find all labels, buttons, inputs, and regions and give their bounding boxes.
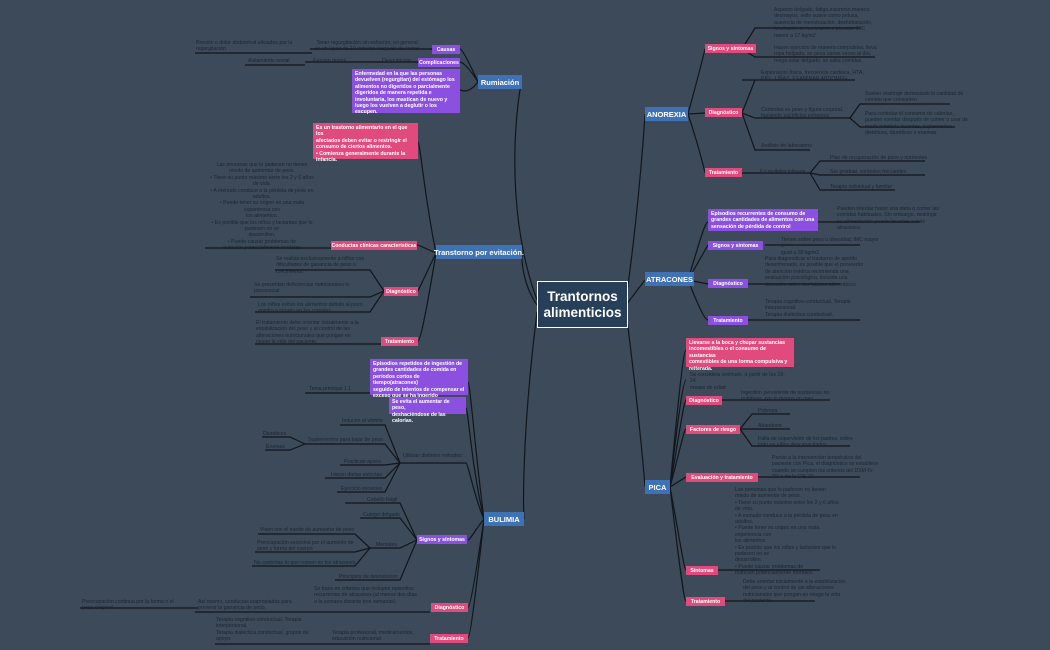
pica-factor-1: Pobreza [758, 408, 778, 414]
bulimia-diag-2: Así mismo, conductas inapropiadas para p… [198, 599, 292, 612]
rumiacion-comp-text: Desnutrición [382, 58, 411, 64]
anorexia-signos-text1: Aspecto delgado, fatiga,insomnio,mareos,… [774, 7, 873, 39]
bulimia-signo-3b: Preocupación excesiva por el aumento de … [257, 540, 354, 553]
anorexia-signos-text2: Hacen ejercicio de manera compulsiva, ll… [774, 45, 877, 64]
bulimia-tema: Tema principal 1.1 [309, 386, 352, 392]
rumiacion-causas-text: Tener regurgitación sin esfuerzo, en gen… [314, 40, 420, 53]
bulimia-signos-tag[interactable]: Signos y síntomas [417, 535, 467, 544]
branch-pica[interactable]: PICA [645, 480, 670, 494]
bulimia-definition-2[interactable]: Se evita el aumentar de peso, deshaciénd… [389, 397, 466, 424]
atracones-definition[interactable]: Episodios recurrentes de consumo de gran… [708, 209, 818, 231]
rumiacion-definition[interactable]: Enfermedad en la que las personas devuel… [352, 69, 460, 115]
pica-factores-tag[interactable]: Factores de riesgo [686, 425, 740, 434]
anorexia-trat: Es multidisciplinaria [760, 169, 806, 175]
pica-definition[interactable]: Llevarse a la boca y chupar sustancias i… [686, 338, 794, 372]
anorexia-diag-2b: Para controlar el consumo de calorías, p… [865, 111, 968, 137]
bulimia-metodo-2b: Enemas [266, 444, 286, 450]
pica-factor-3: Falta de supervisión de los padres, sobr… [758, 436, 853, 449]
atracones-trat-text: Terapia cognitivo-conductual. Terapia in… [765, 299, 851, 318]
evitacion-definition[interactable]: Es un trastorno alimentario en el que lo… [313, 123, 418, 163]
bulimia-diagnostico-tag[interactable]: Diagnóstico [431, 603, 468, 612]
evitacion-diag-text3: Los niños evitan los alimentos debido al… [258, 302, 363, 315]
central-topic-label: Trantornos alimenticios [543, 288, 622, 320]
bulimia-signo-3c: No controlan lo que comen en los atracon… [254, 560, 356, 566]
bulimia-metodo-1: Inducen al vómito [342, 418, 383, 424]
bulimia-signo-4: Principios de desnutrición [339, 574, 399, 580]
atracones-def-text: Pueden intentar hacer una dieta o comer … [837, 206, 940, 232]
atracones-signos-tag[interactable]: Signos y síntomas [708, 241, 763, 250]
anorexia-diag-2: Controlan su peso y figura corporal, hac… [761, 107, 844, 120]
bulimia-metodo-4: Hacen dietas estrictas [331, 472, 383, 478]
atracones-diag-text: Para diagnosticar el trastorno de apetit… [765, 256, 864, 288]
bulimia-definition-1[interactable]: Episodios repetidos de ingestión de gran… [370, 359, 468, 399]
pica-evaluacion-tag[interactable]: Evaluación y tratamiento [686, 473, 758, 482]
anorexia-signos-tag[interactable]: Signos y síntomas [705, 44, 756, 53]
evitacion-trat-text: El tratamiento debe orientar inicialment… [256, 320, 359, 346]
anorexia-diag-2a: Suelen restringir demasiado la cantidad … [865, 91, 964, 104]
bulimia-diag-3: Preocupación continua por la forma o el … [82, 599, 174, 612]
branch-rumiacion[interactable]: Rumiación [478, 75, 522, 89]
pica-trat-text: Debe orientar inicialmente a la estabili… [743, 579, 846, 605]
evitacion-tratamiento-tag[interactable]: Tratamiento [381, 337, 418, 346]
bulimia-trat-1: Terapia profesional, medicamentos, educa… [332, 630, 414, 643]
bulimia-signo-1: Cabello frágil [367, 497, 398, 503]
pica-diagnostico-tag[interactable]: Diagnóstico [686, 396, 722, 405]
rumiacion-causas-tag[interactable]: Causas [432, 45, 460, 54]
pica-tratamiento-tag[interactable]: Tratamiento [686, 597, 725, 606]
bulimia-signo-3: Mentales [376, 542, 398, 548]
rumiacion-causas-sub: Presión o dolor abdominal aliviados por … [196, 40, 293, 53]
branch-bulimia[interactable]: BULIMIA [484, 512, 524, 526]
atracones-diagnostico-tag[interactable]: Diagnóstico [708, 279, 748, 288]
bulimia-diag-1: Se basa en criterios que incluyen episod… [314, 586, 417, 605]
bulimia-metodos: Utilizan distintos métodos: [403, 453, 464, 459]
pica-sintomas-tag[interactable]: Síntomas [686, 566, 718, 575]
bulimia-signo-3a: Viven con el miedo de aumentar de peso [260, 527, 355, 533]
anorexia-trat-1: Plan de recuperación de peso y nutriente… [830, 155, 928, 161]
pica-eval-text: Previo a la intervención terapéutica del… [772, 455, 879, 481]
rumiacion-comp-sub1: Erosión dental [313, 58, 347, 64]
atracones-tratamiento-tag[interactable]: Tratamiento [708, 316, 748, 325]
evitacion-diagnostico-tag[interactable]: Diagnóstico [384, 287, 418, 296]
anorexia-diag-3: Análisis de laboratorio [761, 143, 813, 149]
evitacion-conductas-text: Las personas que lo padecen no tienen mi… [210, 162, 314, 252]
pica-sint-text: Las personas que lo padecen no tienen mi… [735, 487, 839, 577]
rumiacion-comp-sub2: Aislamiento social [248, 58, 290, 64]
atracones-signos-text: Tienen sobre peso u obesidad, IMC mayor … [781, 237, 879, 256]
anorexia-diagnostico-tag[interactable]: Diagnóstico [705, 108, 742, 117]
evitacion-conductas-tag[interactable]: Conductas clínicas características [331, 241, 417, 250]
bulimia-metodo-2a: Diuréticos [263, 431, 287, 437]
pica-edad: Se considera anómalo, a partir de los 18… [690, 372, 785, 391]
anorexia-trat-3: Terapia individual y familiar [830, 184, 893, 190]
evitacion-diag-text2: Se presentan deficiencias nutricionales … [254, 282, 350, 295]
bulimia-trat-2: Terapia cognitivo-conductual. Terapia in… [216, 617, 309, 643]
branch-anorexia[interactable]: ANOREXIA [645, 107, 688, 121]
evitacion-diag-text1: Se realiza exclusivamente a niños con di… [276, 256, 365, 275]
central-topic[interactable]: Trantornos alimenticios [537, 281, 628, 328]
anorexia-trat-2: Ser gradual, controles frecuentes [830, 169, 907, 175]
bulimia-signo-2: Cuerpo delgado [363, 512, 400, 518]
branch-atracones[interactable]: ATRACONES [645, 272, 694, 286]
branch-evitacion[interactable]: Transtorno por evitación. [434, 245, 524, 259]
anorexia-diag-1: Exploración física, frecuencia cardiaca,… [761, 70, 864, 83]
pica-factor-2: Abandono [758, 423, 782, 429]
bulimia-metodo-3: Practican ayuno [344, 459, 382, 465]
pica-diag-text: Ingestión persistente de sustancias no n… [741, 390, 830, 403]
bulimia-metodo-5: Ejercicio excesivo [341, 486, 383, 492]
rumiacion-complicaciones-tag[interactable]: Complicaciones [418, 58, 460, 67]
anorexia-tratamiento-tag[interactable]: Tratamiento [705, 168, 742, 177]
bulimia-tratamiento-tag[interactable]: Tratamiento [430, 634, 468, 643]
bulimia-metodo-2: Suplementos para bajar de peso [308, 437, 383, 443]
